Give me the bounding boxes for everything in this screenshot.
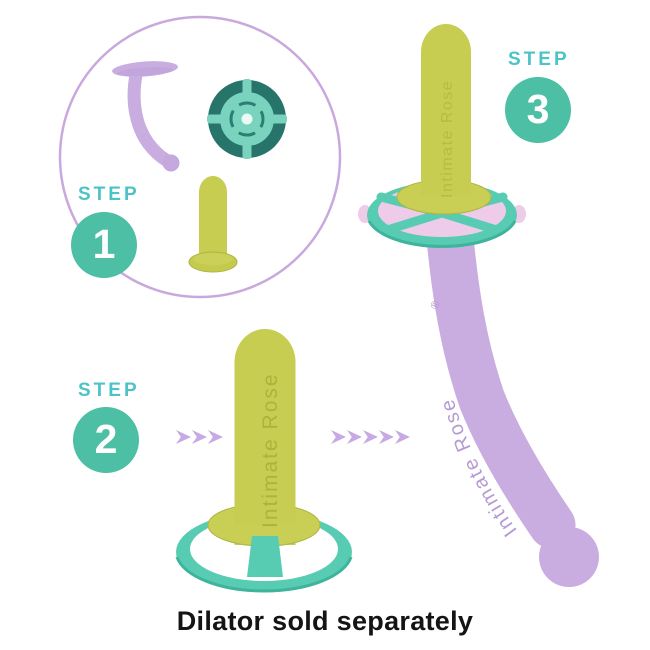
brand-embossed-text: Intimate Rose (259, 372, 282, 528)
chevron-arrow-icon (208, 430, 223, 444)
chevron-arrow-icon (363, 430, 378, 444)
caption-text: Dilator sold separately (176, 606, 474, 636)
chevron-arrow-icon (347, 430, 362, 444)
arrow-group-right (331, 430, 410, 444)
step-3-label: STEP (508, 49, 570, 70)
chevron-arrow-icon (379, 430, 394, 444)
step-1-label: STEP (78, 184, 140, 205)
chevron-arrow-icon (331, 430, 346, 444)
step-2-label: STEP (78, 380, 140, 401)
arrow-group-left (176, 430, 223, 444)
registered-mark: ® (429, 299, 443, 311)
ring-base-top-view-icon (207, 79, 287, 159)
dilator-in-ring-base-icon: Intimate Rose (175, 329, 353, 593)
step-2-badge: 2 (73, 407, 139, 473)
chevron-arrow-icon (395, 430, 410, 444)
chevron-arrow-icon (176, 430, 191, 444)
step-1-badge: 1 (71, 212, 137, 278)
chevron-arrow-icon (192, 430, 207, 444)
parts-overview-circle-icon (58, 15, 342, 299)
wand-tool-icon (112, 61, 180, 172)
step-3-badge: 3 (505, 77, 571, 143)
brand-embossed-text: Intimate Rose (439, 80, 456, 198)
small-dilator-icon (188, 176, 238, 273)
